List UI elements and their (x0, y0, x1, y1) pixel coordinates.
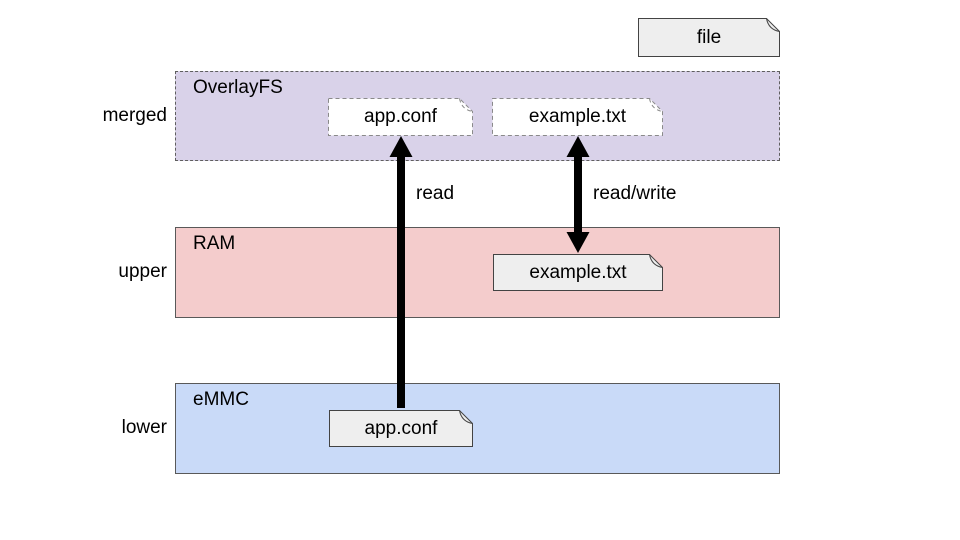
layer-label-ram: RAM (193, 233, 236, 254)
layer-lower-emmc: eMMC (175, 383, 780, 474)
upper-example-txt-label: example.txt (529, 261, 627, 283)
merged-app-conf-label: app.conf (364, 106, 437, 127)
read-write-arrow-label: read/write (593, 183, 677, 204)
read-arrow-label: read (416, 183, 455, 204)
merged-example-txt-box: example.txt (492, 98, 663, 136)
file-shape-icon (638, 18, 780, 57)
layer-label-emmc: eMMC (193, 389, 249, 410)
file-shape-icon (329, 410, 473, 447)
lower-app-conf-label: app.conf (364, 417, 438, 439)
lower-app-conf-box: app.conf (329, 410, 473, 447)
merged-example-txt-label: example.txt (528, 106, 627, 127)
upper-example-txt-box: example.txt (493, 254, 663, 291)
legend-file-box: file (638, 18, 780, 57)
file-shape-icon (492, 98, 663, 136)
legend-file-label: file (696, 26, 722, 48)
layer-upper-ram: RAM (175, 227, 780, 318)
layer-merged-overlayfs: OverlayFS (175, 71, 780, 161)
file-shape-icon (493, 254, 663, 291)
side-label-lower: lower (121, 417, 167, 438)
side-label-merged: merged (102, 105, 167, 126)
layer-label-overlayfs: OverlayFS (193, 77, 283, 98)
merged-app-conf-box: app.conf (328, 98, 473, 136)
file-shape-icon (328, 98, 473, 136)
side-label-upper: upper (118, 261, 167, 282)
